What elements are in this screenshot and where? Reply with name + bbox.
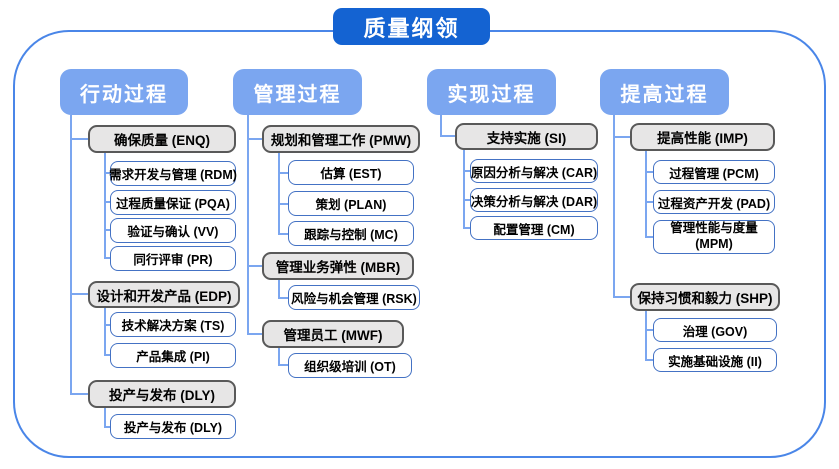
node-dly-child: 投产与发布 (DLY) (110, 414, 236, 439)
node-si: 支持实施 (SI) (455, 123, 598, 150)
connector-line (278, 297, 288, 299)
node-dar: 决策分析与解决 (DAR) (470, 188, 598, 212)
connector-line (278, 153, 280, 234)
connector-line (645, 311, 647, 360)
node-rsk: 风险与机会管理 (RSK) (288, 285, 420, 310)
connector-line (104, 408, 106, 427)
connector-line (70, 115, 72, 394)
node-pr: 同行评审 (PR) (110, 246, 236, 271)
connector-line (104, 308, 106, 355)
connector-line (278, 364, 288, 366)
node-edp: 设计和开发产品 (EDP) (88, 281, 240, 308)
connector-line (70, 393, 88, 395)
connector-line (104, 172, 110, 174)
column-header-management: 管理过程 (233, 69, 362, 115)
node-shp: 保持习惯和毅力 (SHP) (630, 283, 780, 311)
column-header-improvement: 提高过程 (600, 69, 729, 115)
connector-line (70, 138, 88, 140)
node-car: 原因分析与解决 (CAR) (470, 159, 598, 183)
node-enq: 确保质量 (ENQ) (88, 125, 236, 153)
connector-line (645, 236, 653, 238)
node-ts: 技术解决方案 (TS) (110, 312, 236, 337)
connector-line (645, 329, 653, 331)
connector-line (247, 115, 249, 334)
node-cm: 配置管理 (CM) (470, 216, 598, 240)
connector-line (645, 151, 647, 237)
connector-line (278, 203, 288, 205)
connector-line (104, 426, 110, 428)
node-mpm: 管理性能与度量 (MPM) (653, 220, 775, 254)
connector-line (278, 172, 288, 174)
node-plan: 策划 (PLAN) (288, 191, 414, 216)
connector-line (440, 135, 455, 137)
connector-line (104, 354, 110, 356)
connector-line (104, 201, 110, 203)
node-gov: 治理 (GOV) (653, 318, 777, 342)
connector-line (463, 170, 470, 172)
connector-line (645, 171, 653, 173)
node-pad: 过程资产开发 (PAD) (653, 190, 775, 214)
connector-line (613, 296, 630, 298)
connector-line (247, 138, 262, 140)
node-pi: 产品集成 (PI) (110, 343, 236, 368)
connector-line (463, 227, 470, 229)
connector-line (70, 293, 88, 295)
node-pmw: 规划和管理工作 (PMW) (262, 125, 420, 153)
node-dly: 投产与发布 (DLY) (88, 380, 236, 408)
node-mc: 跟踪与控制 (MC) (288, 221, 414, 246)
connector-line (463, 150, 465, 228)
connector-line (645, 359, 653, 361)
connector-line (104, 153, 106, 258)
connector-line (104, 324, 110, 326)
column-header-implementation: 实现过程 (427, 69, 556, 115)
connector-line (645, 201, 653, 203)
connector-line (440, 115, 442, 136)
diagram-title: 质量纲领 (333, 8, 490, 45)
connector-line (613, 115, 615, 297)
node-pcm: 过程管理 (PCM) (653, 160, 775, 184)
connector-line (247, 265, 262, 267)
node-vv: 验证与确认 (VV) (110, 218, 236, 243)
connector-line (247, 333, 262, 335)
connector-line (278, 233, 288, 235)
node-est: 估算 (EST) (288, 160, 414, 185)
connector-line (278, 280, 280, 298)
node-imp: 提高性能 (IMP) (630, 123, 775, 151)
node-ot: 组织级培训 (OT) (288, 353, 412, 378)
connector-line (613, 136, 630, 138)
node-pqa: 过程质量保证 (PQA) (110, 190, 236, 215)
connector-line (104, 229, 110, 231)
column-header-action: 行动过程 (60, 69, 188, 115)
connector-line (463, 199, 470, 201)
connector-line (104, 257, 110, 259)
node-mbr: 管理业务弹性 (MBR) (262, 252, 414, 280)
node-rdm: 需求开发与管理 (RDM) (109, 161, 237, 186)
node-ii: 实施基础设施 (II) (653, 348, 777, 372)
connector-line (278, 348, 280, 365)
node-mwf: 管理员工 (MWF) (262, 320, 404, 348)
